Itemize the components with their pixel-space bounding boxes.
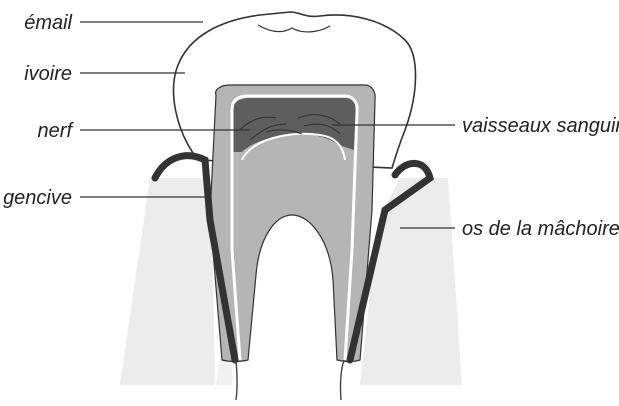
label-email: émail	[24, 12, 72, 34]
label-vaisseaux: vaisseaux sanguins	[462, 115, 619, 137]
label-gencive: gencive	[3, 187, 72, 209]
root-vessel-right	[340, 360, 344, 400]
label-nerf: nerf	[38, 120, 75, 142]
label-os: os de la mâchoire	[462, 218, 619, 240]
label-ivoire: ivoire	[24, 63, 72, 85]
root-vessel-left	[236, 360, 237, 400]
